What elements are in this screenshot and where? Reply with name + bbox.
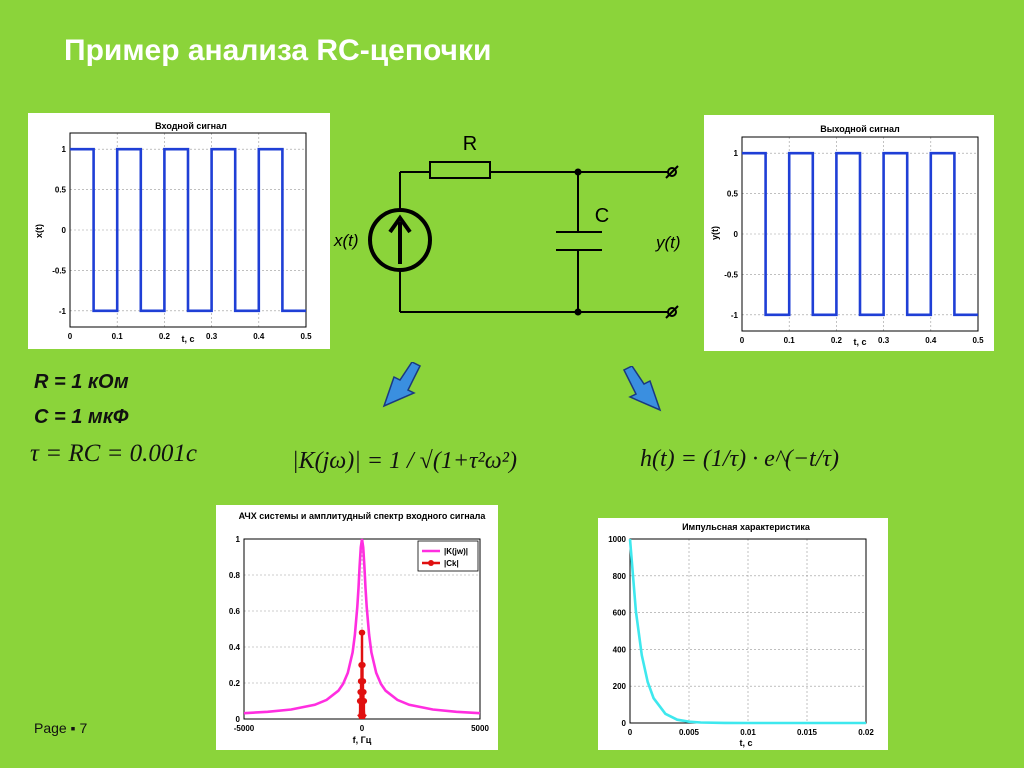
afc-formula: |K(jω)| = 1 / √(1+τ²ω²) (292, 448, 517, 474)
series-line (243, 538, 481, 715)
spectrum-point (358, 662, 365, 668)
x-tick-label: 0.1 (784, 336, 796, 345)
y-tick-label: 1000 (608, 535, 626, 544)
x-tick-label: 0.2 (159, 332, 171, 341)
x-axis-label: f, Гц (353, 735, 372, 745)
x-tick-label: 0 (68, 332, 73, 341)
capacitor-label: C (595, 205, 609, 227)
x-tick-label: 5000 (471, 724, 489, 733)
x-tick-label: 0 (360, 724, 365, 733)
spectrum-point (357, 678, 364, 685)
series-line (742, 151, 978, 317)
x-tick-label: 0.02 (858, 728, 874, 737)
input-signal-plot: Входной сигнал x(t) t, c 0 0.1 0.2 0.3 0.4 0.… (28, 113, 330, 349)
tau-formula: τ = RC = 0.001c (30, 440, 197, 467)
y-tick-label: 0.2 (229, 679, 241, 688)
resistor-symbol (429, 161, 491, 179)
legend-label: |Ck| (444, 559, 459, 568)
y-tick-label: 0.4 (229, 643, 241, 652)
x-tick-label: -5000 (234, 724, 255, 733)
x-tick-label: 0 (740, 336, 745, 345)
x-axis-label: t, c (739, 738, 752, 748)
resistance-value: R = 1 кОм (34, 371, 129, 393)
y-tick-label: 200 (613, 682, 627, 691)
x-tick-label: 0.5 (972, 336, 984, 345)
y-tick-label: -0.5 (724, 270, 738, 279)
x-tick-label: 0.2 (831, 336, 843, 345)
plot-title: Входной сигнал (155, 121, 227, 131)
arrow-left-icon (382, 362, 422, 408)
plot-title: Импульсная характеристика (682, 522, 811, 532)
arrow-right-icon (622, 366, 662, 412)
x-tick-label: 0.005 (679, 728, 700, 737)
y-tick-label: -0.5 (52, 266, 66, 275)
y-tick-label: 0 (62, 226, 67, 235)
plot-title-text: АЧХ системы и амплитудный спектр входног… (239, 511, 487, 521)
y-tick-label: 0.5 (55, 186, 67, 195)
y-tick-label: 1 (62, 145, 67, 154)
junction-dot-bottom (574, 308, 582, 316)
plot-title: Выходной сигнал (820, 124, 900, 134)
y-axis-label: y(t) (710, 226, 720, 240)
x-tick-label: 0.01 (740, 728, 756, 737)
x-tick-label: 0.3 (878, 336, 890, 345)
impulse-formula: h(t) = (1/τ) · e^(−t/τ) (640, 446, 839, 472)
x-tick-label: 0.1 (112, 332, 124, 341)
legend-label: |K(jw)| (444, 547, 468, 556)
capacitor-plates (556, 231, 602, 251)
frequency-response-svg: АЧХ системы и амплитудный спектр входног… (229, 511, 490, 745)
y-tick-label: 1 (734, 149, 739, 158)
y-tick-label: 0 (734, 230, 739, 239)
slide-title: Пример анализа RC-цепочки (64, 34, 492, 67)
y-tick-label: 1 (236, 535, 241, 544)
capacitance-value: С = 1 мкФ (34, 406, 129, 428)
legend-marker (428, 560, 434, 566)
y-tick-label: 400 (613, 645, 627, 654)
y-tick-label: 0.6 (229, 607, 241, 616)
x-axis-label: t, c (853, 337, 866, 347)
y-tick-label: 800 (613, 572, 627, 581)
terminal-strokes (665, 165, 679, 319)
frequency-response-plot: АЧХ системы и амплитудный спектр входног… (216, 505, 498, 750)
impulse-response-plot: Импульсная характеристика t, c 0 0.005 0.0… (598, 518, 888, 750)
plot-frame (741, 136, 979, 332)
output-signal-label: y(t) (655, 233, 681, 252)
series-line (628, 538, 866, 725)
x-tick-label: 0.5 (300, 332, 312, 341)
plot-title: АЧХ системы и амплитудный спектр входног… (239, 511, 487, 521)
input-signal-label: x(t) (333, 231, 359, 250)
junction-dot-top (574, 168, 582, 176)
voltage-source-symbol (368, 208, 432, 272)
spectrum-point (358, 629, 365, 636)
y-tick-label: 0 (236, 715, 241, 724)
x-tick-label: 0.4 (253, 332, 265, 341)
impulse-response-svg: Импульсная характеристика t, c 0 0.005 0.0… (608, 522, 874, 748)
y-axis-label: x(t) (34, 224, 44, 238)
spectrum-point (356, 698, 363, 704)
y-tick-label: -1 (731, 311, 739, 320)
x-tick-label: 0.4 (925, 336, 937, 345)
input-signal-svg: Входной сигнал x(t) t, c 0 0.1 0.2 0.3 0.4 0.… (34, 121, 312, 344)
rc-circuit-diagram: R C x(t) y(t) (333, 133, 681, 319)
y-tick-label: -1 (59, 307, 67, 316)
x-tick-label: 0.3 (206, 332, 218, 341)
x-tick-label: 0 (628, 728, 633, 737)
output-signal-plot: Выходной сигнал y(t) t, c 0 0.1 0.2 0.3 0.4 0… (704, 115, 994, 351)
page-number: Page ▪ 7 (34, 720, 88, 736)
y-tick-label: 0.8 (229, 571, 241, 580)
y-tick-label: 600 (613, 609, 627, 618)
legend-box (417, 540, 479, 572)
resistor-label: R (463, 133, 477, 155)
spectrum-point (357, 689, 364, 695)
x-tick-label: 0.015 (797, 728, 818, 737)
spectrum-point (361, 698, 368, 704)
x-axis-label: t, c (181, 334, 194, 344)
plot-frame (69, 132, 307, 328)
y-tick-label: 0.5 (727, 190, 739, 199)
output-signal-svg: Выходной сигнал y(t) t, c 0 0.1 0.2 0.3 0.4 0… (710, 124, 984, 347)
y-tick-label: 0 (622, 719, 627, 728)
series-line (70, 147, 306, 313)
